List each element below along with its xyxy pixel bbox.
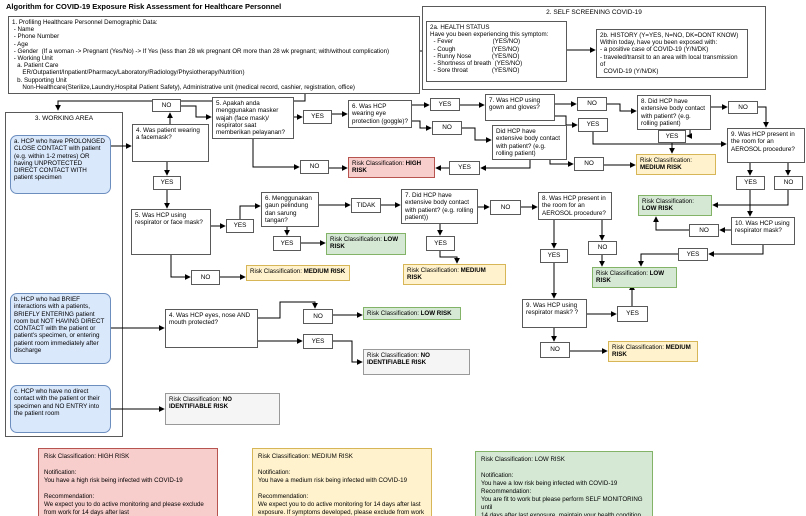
q8-extensive-contact-node: 8. Did HCP have extensive body contact w… <box>637 95 711 131</box>
q5resp-yes-tag: YES <box>226 219 254 233</box>
summary-medium-risk: Risk Classification: MEDIUM RISK Notific… <box>252 448 432 516</box>
q9aerosol-yes-tag: YES <box>736 176 765 190</box>
q10-yes-tag: YES <box>678 248 708 261</box>
q5apk-yes-tag: YES <box>303 110 332 124</box>
working-area-a-node: a. HCP who have PROLONGED CLOSE CONTACT … <box>10 135 111 194</box>
q6-eye-protection-node: 6. Was HCP wearing eye protection (goggl… <box>348 100 412 128</box>
q6eye-yes-tag: YES <box>430 98 460 111</box>
risk-high-node-1: Risk Classification: HIGH RISK <box>348 157 435 178</box>
q7-extensive-contact2-node: 7. Did HCP have extensive body contact w… <box>401 189 478 225</box>
q5resp-no-tag: NO <box>191 270 220 285</box>
q4-patient-facemask-node: 4. Was patient wearing a facemask? <box>132 124 209 162</box>
q5-apakah-masker-node: 5. Apakah anda menggunakan masker wajah … <box>212 97 294 140</box>
q9-respirator2-node: 9. Was HCP using respirator mask? ? <box>522 299 587 328</box>
q4a-yes-tag: YES <box>153 176 181 190</box>
q8aerosol2-no-tag: NO <box>588 241 617 255</box>
q4b-no-tag: NO <box>303 309 333 324</box>
risk-medium-node-3: Risk Classification: MEDIUM RISK <box>608 341 698 362</box>
working-area-c-node: c. HCP who have no direct contact with t… <box>10 385 111 433</box>
risk-low-node-2: Risk Classification: LOW RISK <box>592 267 677 288</box>
summary-low-risk: Risk Classification: LOW RISK Notificati… <box>475 451 653 516</box>
risk-medium-node-2: Risk Classification: MEDIUM RISK <box>403 264 506 285</box>
q6eye-no-tag: NO <box>432 121 462 135</box>
q6gaun-yes-tag: YES <box>273 236 301 251</box>
working-area-b-node: b. HCP who had BRIEF interactions with a… <box>10 293 111 364</box>
q10-no-tag: NO <box>689 224 719 237</box>
q8-no-tag: NO <box>728 101 758 114</box>
q9aerosol-no-tag: NO <box>774 176 803 190</box>
profiling-demographics-node: 1. Profiling Healthcare Personnel Demogr… <box>8 16 420 94</box>
risk-medium-node-1: Risk Classification: MEDIUM RISK <box>636 154 716 175</box>
q9-aerosol-node: 9. Was HCP present in the room for an AE… <box>727 128 805 163</box>
q5-respirator-node: 5. Was HCP using respirator or face mask… <box>131 209 211 255</box>
self-screening-group-title: 2. SELF SCREENING COVID-19 <box>546 9 642 16</box>
qext-yes-tag: YES <box>449 161 480 175</box>
working-area-group-title: 3. WORKING AREA <box>34 115 94 122</box>
q6gaun-tidak-tag: TIDAK <box>351 198 381 213</box>
q9resp2-yes-tag: YES <box>617 306 648 322</box>
risk-medium-node-4: Risk Classification: MEDIUM RISK <box>246 265 350 281</box>
q8-aerosol2-node: 8. Was HCP present in the room for an AE… <box>538 192 612 220</box>
history-node: 2b. HISTORY (Y=YES, N=NO, DK=DONT KNOW) … <box>596 29 748 79</box>
q9resp2-no-tag: NO <box>540 342 570 358</box>
risk-low-node-3: Risk Classification: LOW RISK <box>326 233 406 255</box>
q6-gaun-node: 6. Menggunakan gaun pelindung dan sarung… <box>261 192 319 228</box>
q4-eyes-nose-mouth-node: 4. Was HCP eyes, nose AND mouth protecte… <box>165 309 258 348</box>
q5apk-no-tag: NO <box>300 160 329 174</box>
q4b-yes-tag: YES <box>303 334 333 349</box>
q7-gown-gloves-node: 7. Was HCP using gown and gloves? <box>485 94 555 121</box>
qext-no-tag: NO <box>574 157 604 171</box>
page-title: Algorithm for COVID-19 Exposure Risk Ass… <box>6 2 282 11</box>
risk-none-node-1: Risk Classification: NO IDENTIFIABLE RIS… <box>363 349 470 375</box>
risk-low-node-1: Risk Classification: LOW RISK <box>638 195 712 216</box>
summary-high-risk: Risk Classification: HIGH RISK Notificat… <box>38 448 218 516</box>
q7ext2-no-tag: NO <box>490 200 521 215</box>
risk-none-node-2: Risk Classification: NO IDENTIFIABLE RIS… <box>165 393 280 425</box>
q-extensive-contact-node: Did HCP have extensive body contact with… <box>492 125 567 161</box>
q8aerosol2-yes-tag: YES <box>540 249 568 263</box>
q10-respirator-node: 10. Was HCP using respirator mask? <box>731 217 795 245</box>
risk-low-node-4: Risk Classification: LOW RISK <box>363 307 461 321</box>
q8-yes-tag: YES <box>658 130 686 143</box>
q7-no-tag: NO <box>577 97 607 111</box>
q7-yes-tag: YES <box>578 118 608 132</box>
q7ext2-yes-tag: YES <box>426 236 455 251</box>
q4a-no-tag: NO <box>152 99 181 112</box>
health-status-node: 2a. HEALTH STATUS Have you been experien… <box>426 21 567 82</box>
